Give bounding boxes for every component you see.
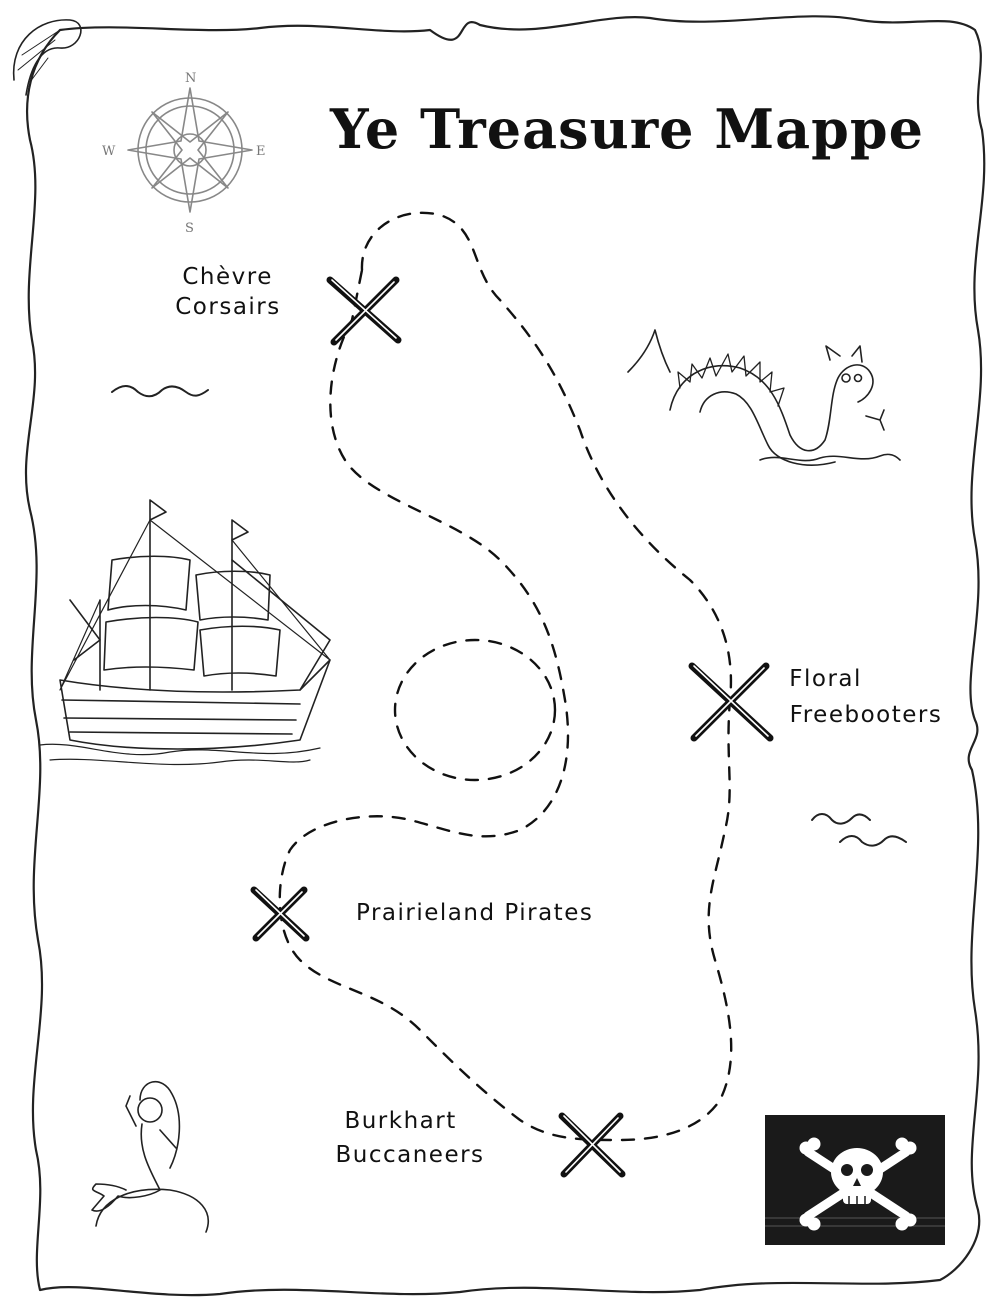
compass-w: W (102, 144, 116, 159)
compass-n: N (185, 71, 196, 86)
location-label-floral: Floral Freebooters (789, 666, 942, 728)
galleon-ship-icon (39, 499, 331, 766)
x-marks-the-spot-icon (250, 886, 310, 942)
map-title: Ye Treasure Mappe (329, 97, 924, 161)
wave-icon (111, 385, 209, 398)
parchment-border (24, 15, 986, 1297)
x-marks-the-spot-icon (688, 662, 774, 742)
location-label-chevre: Chèvre Corsairs (175, 264, 281, 320)
wave-icon (811, 813, 871, 825)
jolly-roger-flag-icon (765, 1115, 945, 1245)
curled-corner (12, 19, 82, 96)
location-label-prairieland: Prairieland Pirates (356, 900, 593, 926)
treasure-trail (278, 211, 733, 1142)
x-marks-the-spot-icon (558, 1112, 626, 1178)
compass-s: S (185, 221, 194, 236)
x-marks-the-spot-icon (326, 276, 402, 346)
compass-e: E (256, 144, 266, 159)
trail-loop (393, 638, 557, 782)
location-label-burkhart: Burkhart Buccaneers (335, 1108, 484, 1168)
compass-rose-icon: N S E W (102, 71, 266, 236)
sea-serpent-icon (627, 329, 901, 466)
mermaid-icon (91, 1080, 209, 1233)
wave-icon (839, 835, 907, 847)
